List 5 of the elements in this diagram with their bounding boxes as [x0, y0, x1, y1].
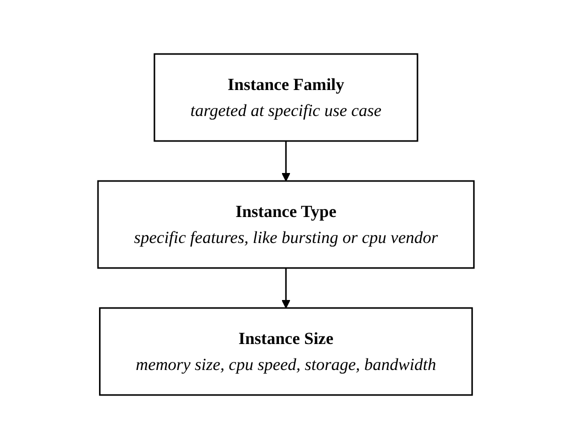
- node-box: Instance Size memory size, cpu speed, storage, bandwidth: [99, 306, 473, 396]
- arrow: [282, 140, 290, 181]
- arrow: [282, 268, 290, 308]
- node-box: Instance Family targeted at specific use case: [154, 52, 418, 142]
- node-box: Instance Type specific features, like bursting or cpu vendor: [97, 180, 475, 268]
